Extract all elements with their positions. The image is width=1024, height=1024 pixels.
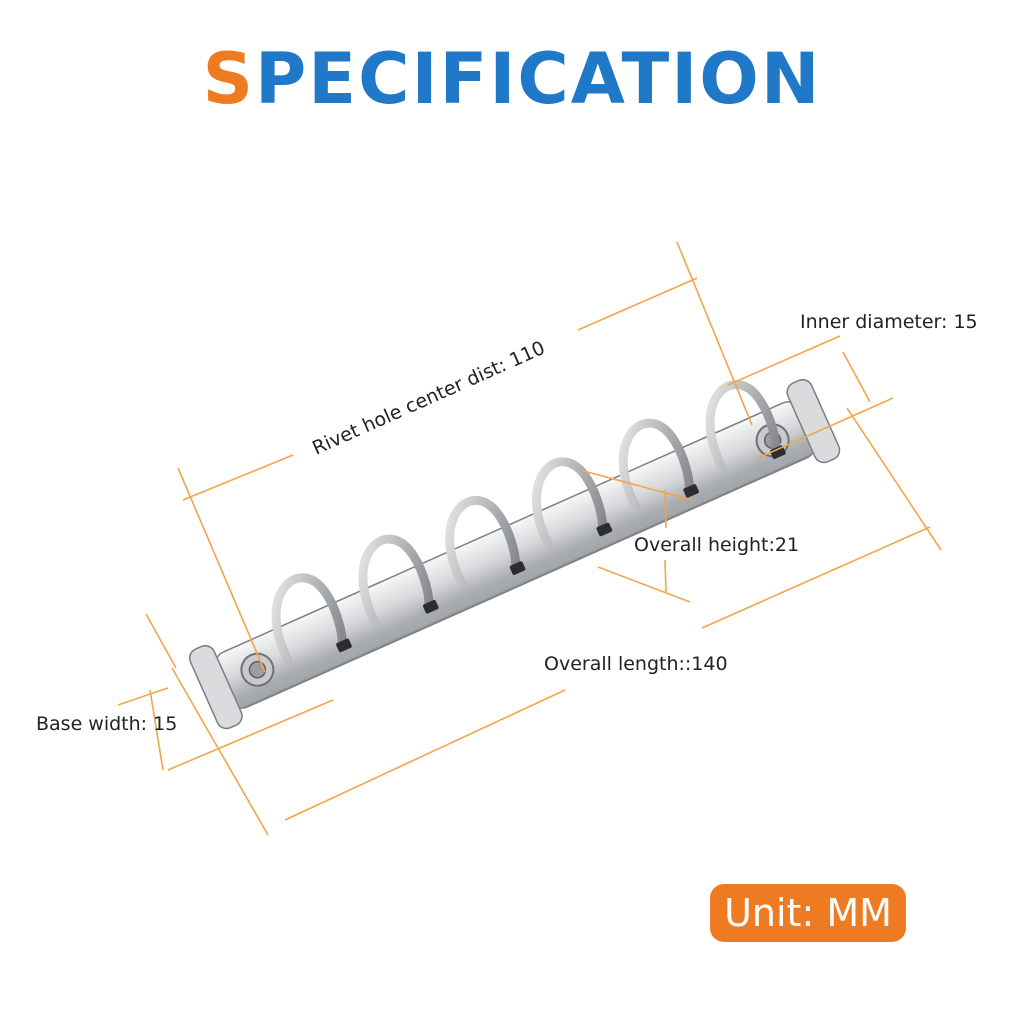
height-ext-bottom — [664, 559, 667, 593]
end-cap-left — [188, 644, 243, 730]
length-ext-left — [171, 667, 269, 836]
rivet-hole-left — [240, 652, 275, 687]
height-line-bottom — [597, 566, 691, 603]
rivet-dim-line-left — [182, 454, 294, 501]
base-width-label: Base width: 15 — [36, 713, 177, 735]
height-ext-top — [664, 489, 667, 529]
ring-5 — [618, 418, 694, 512]
inner-dia-line-top — [727, 335, 841, 386]
inner-diameter-label: Inner diameter: 15 — [800, 311, 978, 333]
rivet-ext-right — [676, 241, 753, 426]
binder-base-bar — [188, 378, 841, 730]
length-ext-right — [846, 407, 942, 551]
ring-1 — [271, 573, 347, 666]
length-dim-line-left — [284, 689, 566, 821]
rivet-ext-left — [177, 467, 266, 673]
title-rest: PECIFICATION — [255, 38, 822, 120]
ring-3 — [445, 495, 521, 589]
base-width-ext-top — [145, 613, 177, 669]
overall-length-label: Overall length::140 — [544, 653, 728, 675]
page-title: SPECIFICATION — [0, 44, 1024, 114]
rivet-dim-line-right — [577, 277, 698, 331]
height-line-top — [579, 469, 693, 501]
rivet-hole-label: Rivet hole center dist: 110 — [309, 337, 548, 460]
ring-6 — [705, 380, 781, 473]
end-cap-right — [786, 378, 841, 464]
inner-dia-line-bottom — [757, 397, 894, 459]
base-width-ext-left — [149, 689, 164, 771]
base-width-line-top — [117, 687, 169, 706]
title-first-letter: S — [202, 38, 255, 120]
unit-badge: Unit: MM — [710, 884, 906, 942]
base-width-line-bottom — [167, 699, 334, 771]
length-dim-line-right — [701, 526, 931, 629]
ring-4 — [532, 457, 607, 550]
dimension-lines — [117, 241, 942, 836]
overall-height-label: Overall height:21 — [634, 534, 799, 556]
ring-2 — [358, 534, 434, 628]
inner-dia-ext — [842, 351, 871, 403]
